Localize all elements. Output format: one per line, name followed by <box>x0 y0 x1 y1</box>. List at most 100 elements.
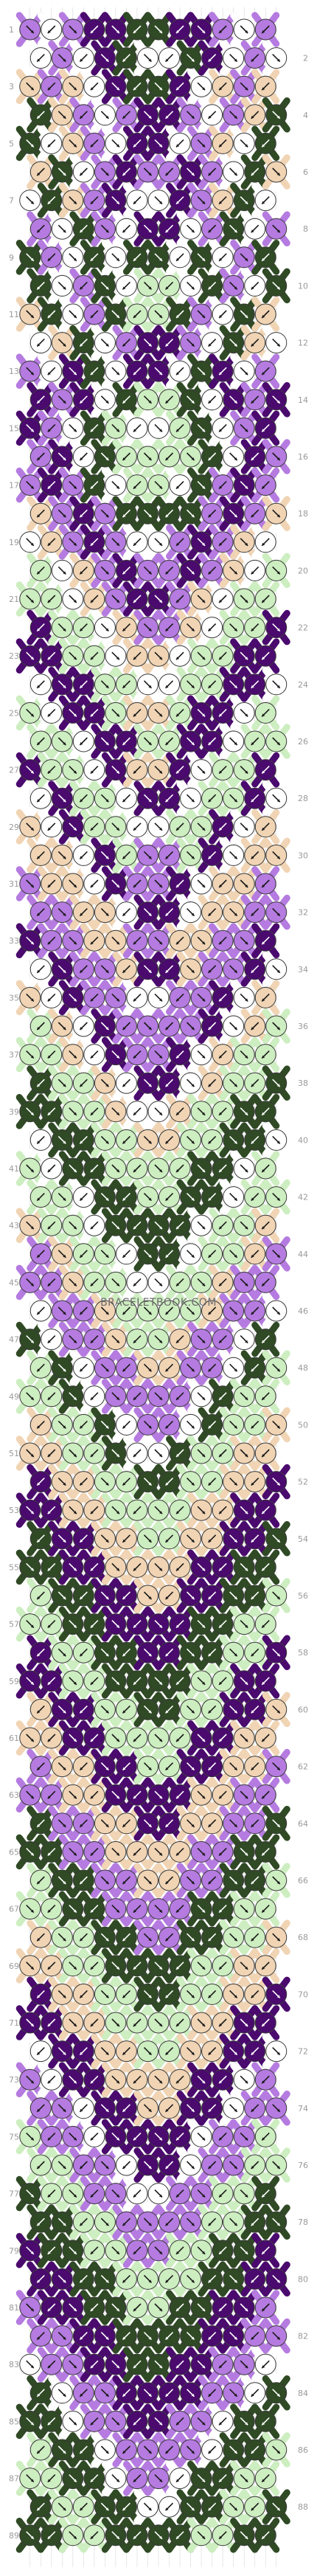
arrowhead <box>37 343 41 347</box>
knot <box>27 1350 55 1385</box>
knot <box>166 1436 195 1471</box>
arrowhead <box>148 58 152 62</box>
arrowhead <box>191 628 195 631</box>
knot <box>101 297 130 332</box>
knot <box>80 1321 108 1357</box>
knot <box>80 866 108 901</box>
knot <box>187 125 216 162</box>
knot <box>240 97 269 133</box>
knot <box>198 40 226 76</box>
knot <box>240 1919 269 1955</box>
knot <box>187 1834 216 1870</box>
arrowhead <box>234 229 237 233</box>
arrowhead <box>148 571 152 575</box>
knot <box>187 410 216 446</box>
knot <box>80 467 108 503</box>
arrowhead <box>133 884 136 887</box>
arrowhead <box>165 286 169 290</box>
knot <box>176 1578 205 1613</box>
arrowhead <box>90 485 94 489</box>
knot <box>198 496 226 531</box>
knot <box>69 1919 98 1955</box>
arrowhead <box>105 343 109 347</box>
knot <box>144 695 173 731</box>
knot <box>122 1321 151 1357</box>
knot <box>69 1236 98 1272</box>
knot <box>122 353 151 389</box>
arrowhead <box>262 257 265 261</box>
knot <box>240 1635 269 1670</box>
knot <box>144 182 173 218</box>
knot <box>133 1748 162 1784</box>
knot <box>262 154 290 190</box>
knot <box>112 894 141 930</box>
arrowhead <box>30 30 34 33</box>
knot <box>144 524 173 560</box>
knot <box>251 1777 280 1812</box>
knot <box>176 1748 205 1784</box>
knot <box>144 638 173 674</box>
knot <box>101 923 130 958</box>
arrowhead <box>148 115 152 119</box>
knot <box>251 581 280 617</box>
arrowhead <box>219 600 223 603</box>
knot <box>122 1208 151 1243</box>
knot <box>122 1264 151 1301</box>
knot <box>144 581 173 617</box>
knot <box>48 609 77 645</box>
knot <box>219 1179 248 1215</box>
knot <box>15 1436 44 1471</box>
knot <box>198 724 226 759</box>
knot <box>122 1606 151 1642</box>
arrowhead <box>245 827 248 831</box>
knot <box>27 325 55 361</box>
knot <box>155 1065 184 1101</box>
knot <box>144 69 173 104</box>
arrowhead <box>208 628 212 631</box>
knot <box>155 1179 184 1215</box>
knot <box>112 837 141 873</box>
arrowhead <box>208 343 212 347</box>
knot <box>230 524 259 560</box>
knot <box>27 1692 55 1728</box>
knot <box>155 496 184 531</box>
arrowhead <box>90 429 94 432</box>
knot <box>262 609 290 645</box>
knot <box>69 837 98 873</box>
knot <box>144 1036 173 1073</box>
knot <box>262 1350 290 1385</box>
arrowhead <box>176 542 180 546</box>
arrowhead <box>245 770 248 774</box>
knot <box>187 1720 216 1756</box>
knot <box>37 1663 66 1699</box>
knot <box>58 581 87 617</box>
arrowhead <box>208 173 212 176</box>
knot <box>112 667 141 702</box>
knot <box>101 638 130 674</box>
knot <box>176 439 205 474</box>
knot <box>144 1948 173 1984</box>
arrowhead <box>262 657 265 660</box>
knot <box>80 1094 108 1129</box>
arrowhead <box>63 742 66 745</box>
knot <box>91 1806 119 1841</box>
arrowhead <box>63 58 66 62</box>
arrowhead <box>122 343 126 347</box>
knot <box>122 1948 151 1984</box>
knot <box>209 1379 237 1414</box>
knot <box>133 1806 162 1841</box>
knot <box>230 240 259 275</box>
knot <box>15 1948 44 1984</box>
knot <box>112 724 141 759</box>
arrowhead <box>90 542 94 546</box>
arrowhead <box>105 799 109 803</box>
knot <box>58 1777 87 1812</box>
knot <box>230 1891 259 1927</box>
arrowhead <box>37 173 41 176</box>
knot <box>91 1692 119 1728</box>
arrowhead <box>116 30 119 33</box>
knot <box>262 211 290 246</box>
knot <box>122 524 151 560</box>
knot <box>219 496 248 531</box>
knot <box>262 1464 290 1500</box>
